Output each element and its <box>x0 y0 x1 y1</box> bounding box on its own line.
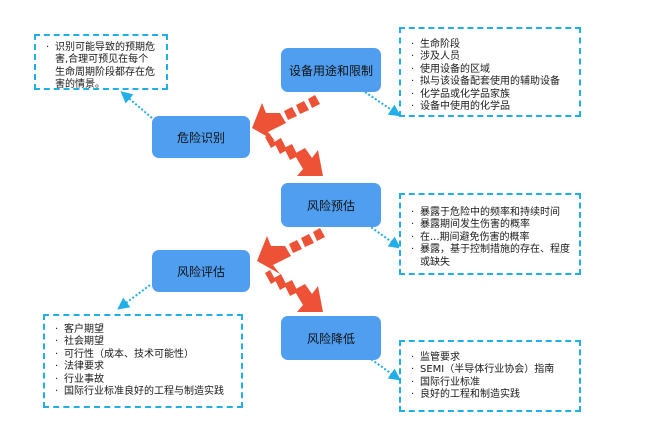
arrow-use-to-hazard <box>252 95 320 141</box>
arrow-hazard-to-estimation <box>265 134 323 176</box>
connector-hazard-note <box>120 91 153 119</box>
note-risk-reduction: 监管要求 SEMI（半导体行业协会）指南 国际行业标准 良好的工程和制造实践 <box>399 340 581 412</box>
node-label: 危险识别 <box>176 130 225 145</box>
note-hazard-identification: 识别可能导致的预期危害,合理可预见在每个生命周期阶段都存在危害的情景。 <box>34 34 168 90</box>
connector-evaluation-note <box>117 284 151 310</box>
note-item: 暴露于危险中的频率和持续时间 <box>411 207 571 220</box>
note-item: 法律要求 <box>55 361 233 374</box>
node-risk-evaluation[interactable]: 风险评估 <box>152 250 250 292</box>
connector-use-note <box>364 91 401 117</box>
note-item: 社会期望 <box>55 336 233 349</box>
arrow-evaluation-to-reduction <box>265 270 323 312</box>
connector-reduction-note <box>367 356 401 381</box>
node-risk-reduction[interactable]: 风险降低 <box>281 316 381 360</box>
node-hazard-identification[interactable]: 危险识别 <box>152 116 250 158</box>
node-label: 风险预估 <box>306 198 355 213</box>
note-risk-estimation: 暴露于危险中的频率和持续时间 暴露期间发生伤害的概率 在...期间避免伤害的概率… <box>399 193 581 275</box>
node-risk-estimation[interactable]: 风险预估 <box>281 183 381 227</box>
note-item: 设备中使用的化学品 <box>411 101 571 114</box>
note-item: 可行性（成本、技术可能性） <box>55 349 233 362</box>
note-item: 使用设备的区域 <box>411 64 571 77</box>
note-item: 良好的工程和制造实践 <box>411 389 571 402</box>
note-item: 行业事故 <box>55 374 233 387</box>
node-label: 风险降低 <box>306 331 355 346</box>
node-intended-use[interactable]: 设备用途和限制 <box>281 48 381 92</box>
note-item: 监管要求 <box>411 352 571 365</box>
note-item: 识别可能导致的预期危害,合理可预见在每个生命周期阶段都存在危害的情景。 <box>46 42 158 92</box>
note-item: 客户期望 <box>55 324 233 337</box>
arrow-estimation-to-evaluation <box>257 228 325 274</box>
note-item: 化学品或化学品家族 <box>411 89 571 102</box>
note-item: 拟与该设备配套使用的辅助设备 <box>411 76 571 89</box>
note-intended-use: 生命阶段 涉及人员 使用设备的区域 拟与该设备配套使用的辅助设备 化学品或化学品… <box>399 27 581 117</box>
node-label: 风险评估 <box>176 264 225 279</box>
note-item: 在...期间避免伤害的概率 <box>411 232 571 245</box>
connector-estimation-note <box>367 224 401 249</box>
note-item: 涉及人员 <box>411 51 571 64</box>
note-item: 国际行业标准良好的工程与制造实践 <box>55 386 233 399</box>
note-item: 暴露，基于控制措施的存在、程度或缺失 <box>411 244 571 269</box>
node-label: 设备用途和限制 <box>288 63 373 78</box>
note-item: 生命阶段 <box>411 39 571 52</box>
note-item: SEMI（半导体行业协会）指南 <box>411 364 571 377</box>
note-item: 国际行业标准 <box>411 377 571 390</box>
note-risk-evaluation: 客户期望 社会期望 可行性（成本、技术可能性） 法律要求 行业事故 国际行业标准… <box>43 314 243 408</box>
note-item: 暴露期间发生伤害的概率 <box>411 219 571 232</box>
